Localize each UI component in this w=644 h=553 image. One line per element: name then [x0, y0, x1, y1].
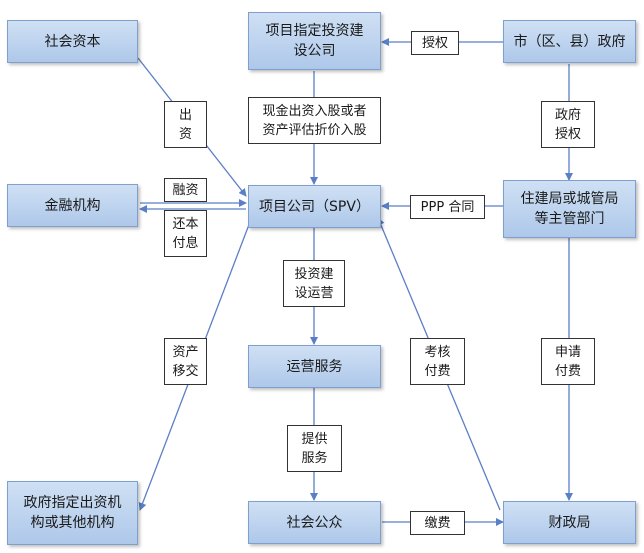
label-assess-pay: 考核 付费 — [410, 338, 465, 385]
node-finance-bureau-label: 财政局 — [548, 514, 591, 531]
label-fee-text: 缴费 — [424, 515, 451, 531]
node-project-designated-company-label: 项目指定投资建 设公司 — [265, 23, 364, 59]
label-ppp-contract-text: PPP 合同 — [420, 199, 475, 215]
label-invest-build: 投资建 设运营 — [283, 260, 345, 307]
node-financial-institution-label: 金融机构 — [44, 197, 101, 214]
node-financial-institution: 金融机构 — [7, 184, 138, 227]
node-project-designated-company: 项目指定投资建 设公司 — [248, 12, 381, 70]
node-social-capital: 社会资本 — [7, 20, 138, 63]
label-apply-pay: 申请 付费 — [541, 338, 595, 385]
node-gov-designated-institution-label: 政府指定出资机 构或其他机构 — [23, 495, 122, 531]
node-finance-bureau: 财政局 — [503, 501, 636, 544]
label-asset-transfer-text: 资产 移交 — [172, 344, 199, 379]
label-repay-text: 还本 付息 — [172, 216, 199, 251]
label-invest-build-text: 投资建 设运营 — [294, 266, 334, 301]
label-authorize: 授权 — [411, 31, 459, 55]
label-gov-authorize: 政府 授权 — [541, 101, 595, 148]
label-contribute-text: 出 资 — [178, 107, 192, 142]
label-contribute: 出 资 — [164, 101, 207, 148]
node-public-label: 社会公众 — [286, 514, 343, 531]
label-provide-service-text: 提供 服务 — [301, 431, 328, 466]
node-city-government-label: 市（区、县）政府 — [513, 33, 626, 50]
label-gov-authorize-text: 政府 授权 — [554, 107, 581, 142]
label-asset-transfer: 资产 移交 — [164, 338, 207, 385]
label-apply-pay-text: 申请 付费 — [554, 344, 581, 379]
label-cash-equity-text: 现金出资入股或者 资产评估折价入股 — [262, 103, 367, 138]
label-financing-text: 融资 — [172, 182, 199, 198]
label-authorize-text: 授权 — [421, 35, 448, 51]
label-provide-service: 提供 服务 — [287, 425, 342, 472]
label-cash-equity: 现金出资入股或者 资产评估折价入股 — [248, 97, 381, 144]
node-housing-bureau-label: 住建局或城管局 等主管部门 — [520, 191, 619, 227]
node-public: 社会公众 — [248, 501, 381, 544]
node-spv-label: 项目公司（SPV） — [259, 198, 370, 215]
label-ppp-contract: PPP 合同 — [410, 195, 485, 219]
node-social-capital-label: 社会资本 — [44, 33, 101, 50]
label-financing: 融资 — [164, 178, 207, 202]
node-operation-service-label: 运营服务 — [286, 358, 343, 375]
node-city-government: 市（区、县）政府 — [503, 20, 636, 63]
node-spv: 项目公司（SPV） — [248, 185, 381, 228]
label-repay: 还本 付息 — [164, 210, 207, 257]
node-gov-designated-institution: 政府指定出资机 构或其他机构 — [7, 481, 138, 545]
node-operation-service: 运营服务 — [248, 345, 381, 388]
label-assess-pay-text: 考核 付费 — [424, 344, 451, 379]
node-housing-bureau: 住建局或城管局 等主管部门 — [503, 180, 636, 238]
label-fee: 缴费 — [410, 511, 465, 535]
